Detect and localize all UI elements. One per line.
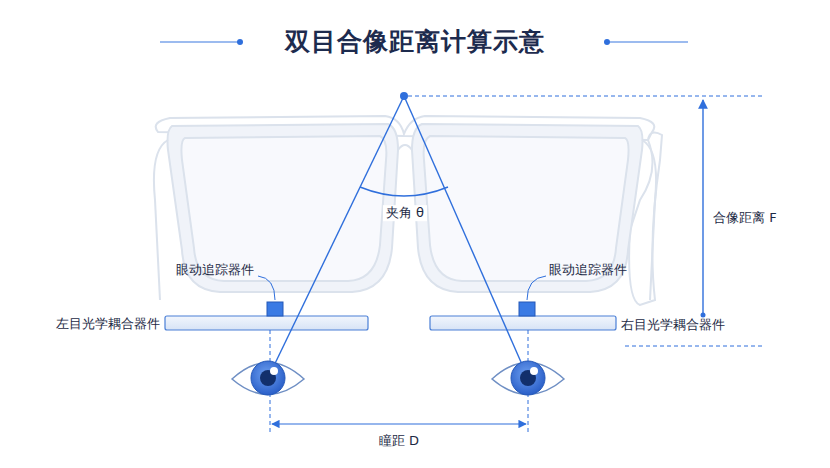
image-point: [400, 92, 408, 100]
eye-tracker: [267, 302, 283, 316]
reference-line: [270, 96, 762, 432]
left-eye: [232, 361, 304, 395]
component-label: 左目光学耦合器件: [56, 316, 160, 332]
angle-label: 夹角 θ: [383, 205, 427, 221]
left-coupler-bar: [165, 316, 368, 330]
diagram-title: 双目合像距离计算示意: [285, 27, 545, 57]
right-eye: [492, 361, 564, 395]
dimension-arrow: [272, 423, 526, 424]
sight-line: [268, 96, 528, 378]
component-label: 眼动追踪器件: [176, 262, 254, 278]
component-label: 右目光学耦合器件: [621, 317, 725, 333]
right-coupler-bar: [430, 316, 616, 330]
leader-line: [527, 276, 546, 300]
dimension-label: 合像距离 F: [710, 210, 780, 226]
leader-line: [258, 276, 275, 300]
dimension-label: 瞳距 D: [376, 433, 422, 449]
distance-arrow: [702, 100, 703, 314]
glasses-illustration: [154, 116, 662, 305]
eye-tracker: [519, 302, 535, 316]
component-label: 眼动追踪器件: [549, 262, 627, 278]
